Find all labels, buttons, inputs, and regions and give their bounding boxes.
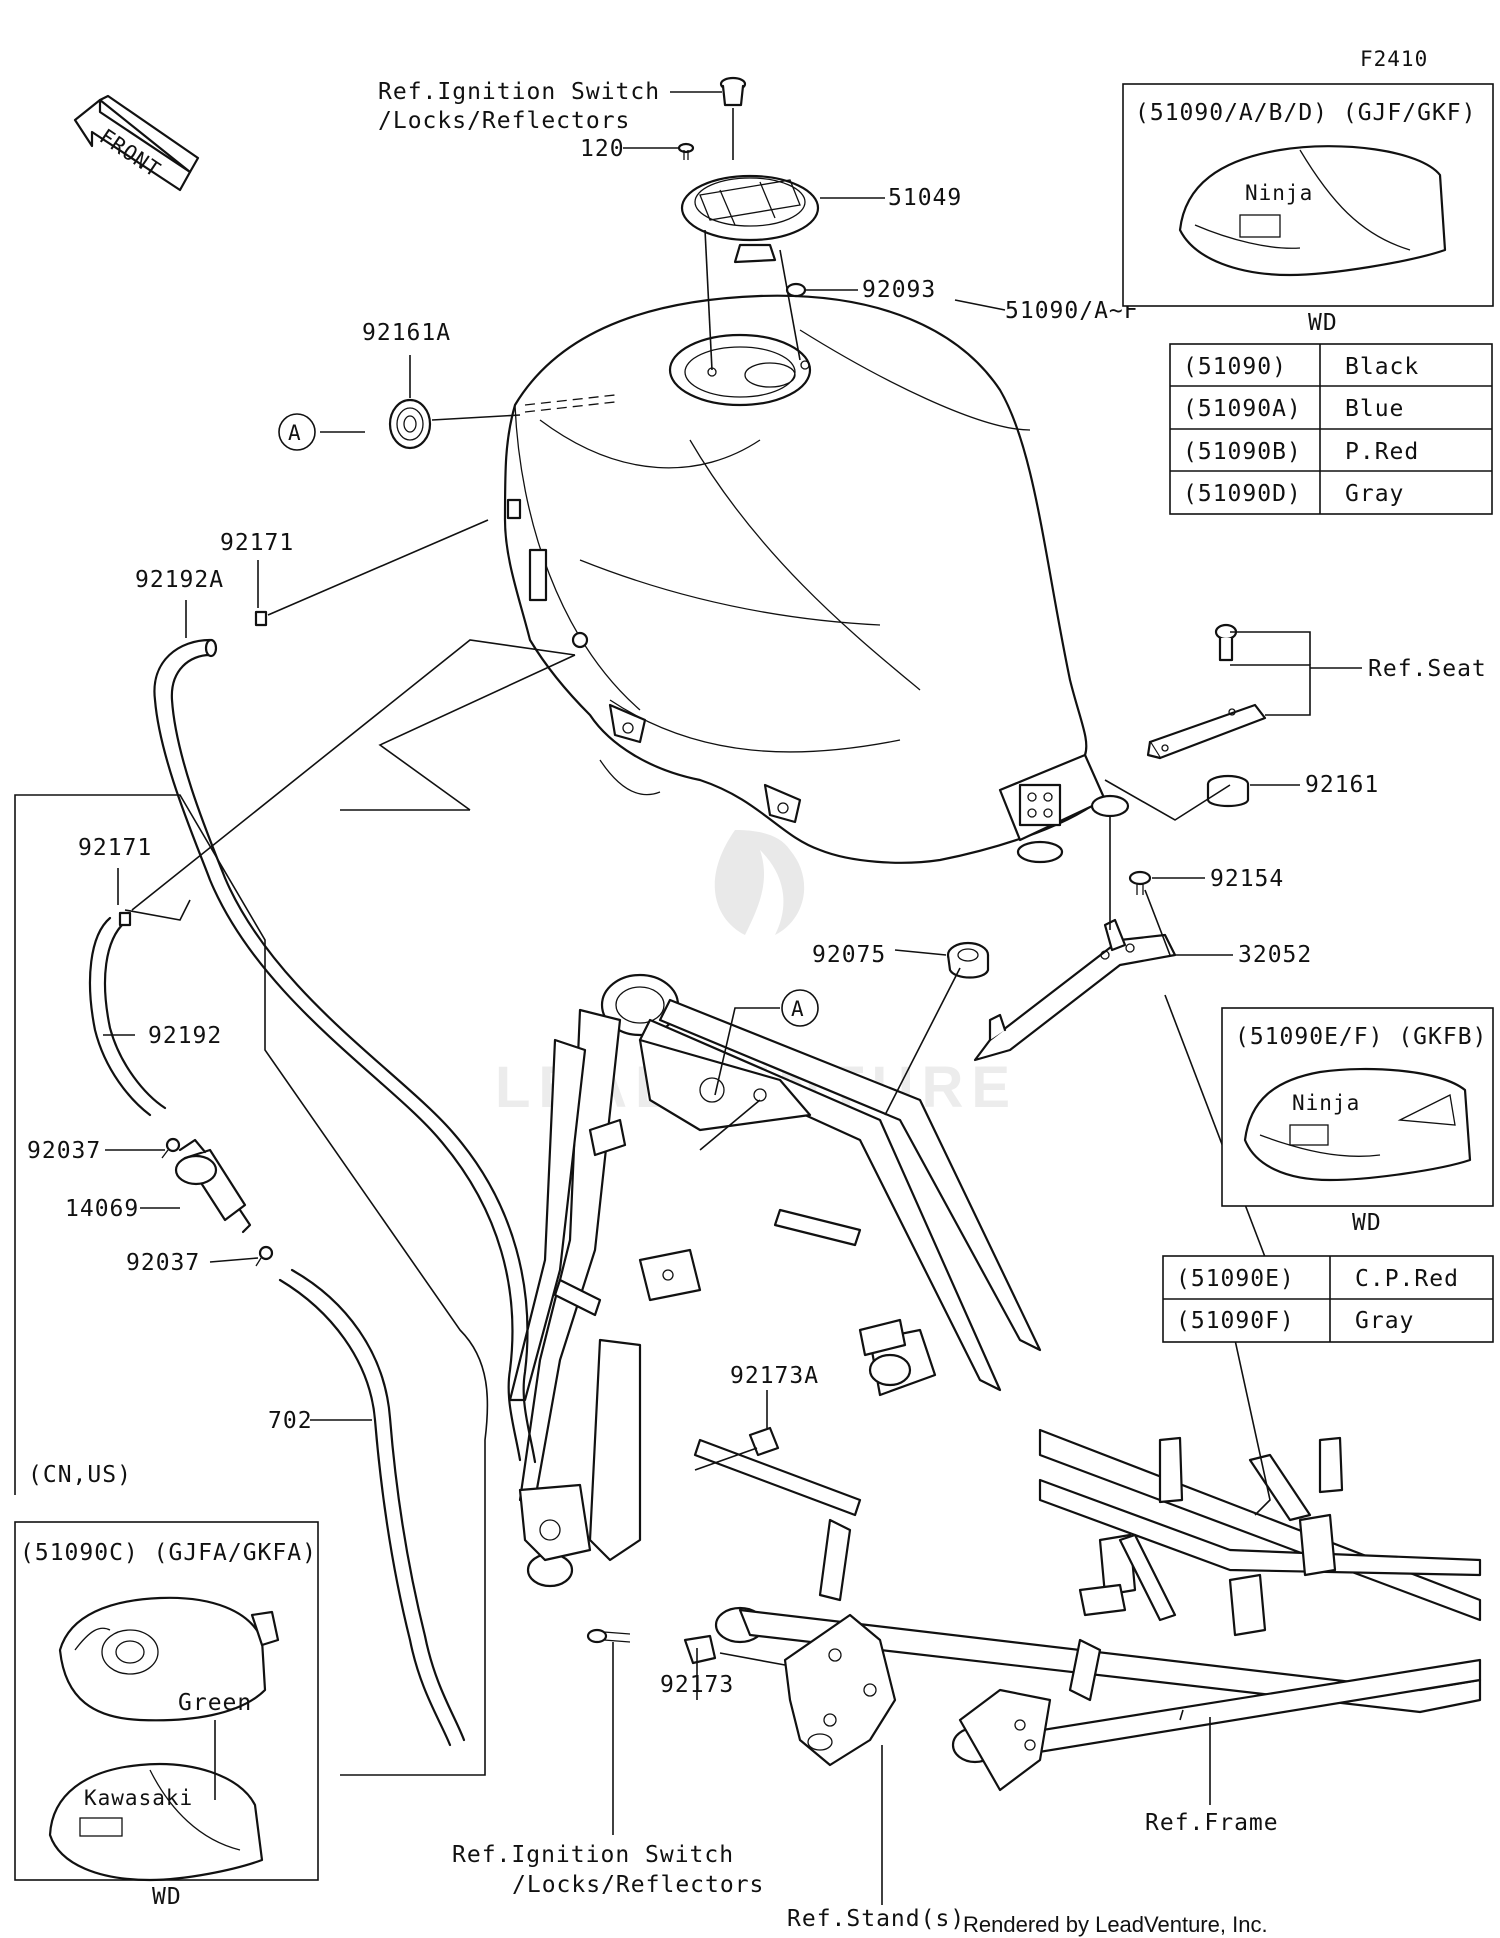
label-92075: 92075 (812, 942, 886, 968)
variant-header-bottom-left: (51090C) (GJFA/GKFA) (20, 1540, 317, 1566)
variant-box-mid-right: (51090E/F) (GKFB) Ninja WD (1221, 1007, 1494, 1236)
damper-92075 (946, 941, 990, 979)
color-table-2: (51090E) C.P.Red (51090F) Gray (1162, 1255, 1494, 1343)
color-table-1-code: (51090) (1183, 354, 1287, 380)
label-32052: 32052 (1238, 942, 1312, 968)
circle-a-frame: A (781, 989, 819, 1027)
label-92171-top: 92171 (220, 530, 294, 556)
seat-bracket (1146, 623, 1267, 760)
color-table-1-code: (51090D) (1183, 481, 1302, 507)
variant-tag-top-right: WD (1308, 310, 1338, 336)
hose-92192A (153, 638, 537, 1464)
color-table-2-color: Gray (1355, 1308, 1414, 1334)
clip-92173A (748, 1426, 780, 1457)
variant-tag-bottom-left: WD (152, 1884, 182, 1910)
svg-text:Ninja: Ninja (1292, 1091, 1360, 1115)
hose-702 (278, 1268, 466, 1747)
leader-lines (103, 91, 1362, 1905)
color-table-1-color: Gray (1345, 481, 1404, 507)
label-92192: 92192 (148, 1023, 222, 1049)
bracket-32052 (973, 918, 1177, 1062)
color-table-1: (51090) Black (51090A) Blue (51090B) P.R… (1169, 343, 1493, 515)
color-table-1-code: (51090A) (1183, 396, 1302, 422)
color-table-1-color: P.Red (1345, 439, 1419, 465)
svg-text:Kawasaki: Kawasaki (84, 1786, 193, 1810)
screw-92154 (1128, 870, 1152, 895)
credit-text: Rendered by LeadVenture, Inc. (963, 1912, 1268, 1937)
bolt-120 (677, 142, 695, 160)
label-92161: 92161 (1305, 772, 1379, 798)
circle-a-left: A (278, 413, 316, 451)
label-ref-ignition-bot-1: Ref.Ignition Switch (452, 1842, 734, 1868)
figure-code: F2410 (1360, 47, 1428, 71)
variant-header-mid-right: (51090E/F) (GKFB) (1235, 1024, 1487, 1050)
color-table-2-color: C.P.Red (1355, 1266, 1459, 1292)
label-92171-left: 92171 (78, 835, 152, 861)
fuel-tank (503, 294, 1130, 864)
color-table-2-code: (51090F) (1176, 1308, 1295, 1334)
grommet-92161A (388, 398, 432, 450)
label-ref-ignition-top-1: Ref.Ignition Switch (378, 79, 660, 105)
label-92161A: 92161A (362, 320, 451, 346)
label-ref-frame: Ref.Frame (1145, 1810, 1279, 1836)
variant-tag-mid-right: WD (1352, 1210, 1382, 1236)
label-92173: 92173 (660, 1672, 734, 1698)
label-92093: 92093 (862, 277, 936, 303)
label-cn-us: (CN,US) (28, 1462, 132, 1488)
label-92037-a: 92037 (27, 1138, 101, 1164)
stand-bracket (783, 1613, 897, 1767)
label-ref-seat: Ref.Seat (1368, 656, 1487, 682)
callout-labels: Ref.Ignition Switch /Locks/Reflectors 12… (27, 79, 1487, 1932)
damper-92161 (1206, 774, 1250, 808)
clip-92173 (683, 1634, 717, 1665)
color-table-2-code: (51090E) (1176, 1266, 1295, 1292)
label-702: 702 (268, 1408, 313, 1434)
label-92192A: 92192A (135, 567, 224, 593)
label-92037-b: 92037 (126, 1250, 200, 1276)
label-ref-ignition-bot-2: /Locks/Reflectors (512, 1872, 764, 1898)
clip-92037-a (161, 1137, 181, 1159)
variant-box-bottom-left: (51090C) (GJFA/GKFA) Kawasaki Green WD (14, 1521, 319, 1910)
label-ref-stands: Ref.Stand(s) (787, 1906, 965, 1932)
svg-text:Ninja: Ninja (1245, 181, 1313, 205)
color-table-1-color: Black (1345, 354, 1419, 380)
clip-92171-top (254, 610, 268, 627)
label-120: 120 (580, 136, 625, 162)
region-cn-us-bracket (14, 794, 489, 1776)
color-table-1-code: (51090B) (1183, 439, 1302, 465)
label-51090: 51090/A~F (1005, 298, 1139, 324)
nut-92093 (785, 282, 807, 298)
label-14069: 14069 (65, 1196, 139, 1222)
svg-text:A: A (791, 997, 805, 1021)
variant-header-top-right: (51090/A/B/D) (GJF/GKF) (1135, 100, 1477, 126)
clip-92037-b (255, 1245, 274, 1267)
label-51049: 51049 (888, 185, 962, 211)
label-92154: 92154 (1210, 866, 1284, 892)
hose-92192 (88, 916, 167, 1117)
fuel-cap (680, 174, 820, 264)
frame (508, 973, 1482, 1792)
bolt-92173 (586, 1628, 631, 1644)
variant-box-top-right: (51090/A/B/D) (GJF/GKF) Ninja WD (1122, 83, 1494, 336)
svg-text:A: A (288, 421, 302, 445)
label-green: Green (178, 1690, 252, 1716)
clip-92171-left (118, 911, 132, 927)
bolt-ref-ignition (719, 76, 747, 107)
front-arrow-icon: FRONT (73, 94, 200, 192)
color-table-1-color: Blue (1345, 396, 1404, 422)
label-92173A: 92173A (730, 1363, 819, 1389)
filter-14069 (174, 1138, 252, 1234)
label-ref-ignition-top-2: /Locks/Reflectors (378, 108, 630, 134)
